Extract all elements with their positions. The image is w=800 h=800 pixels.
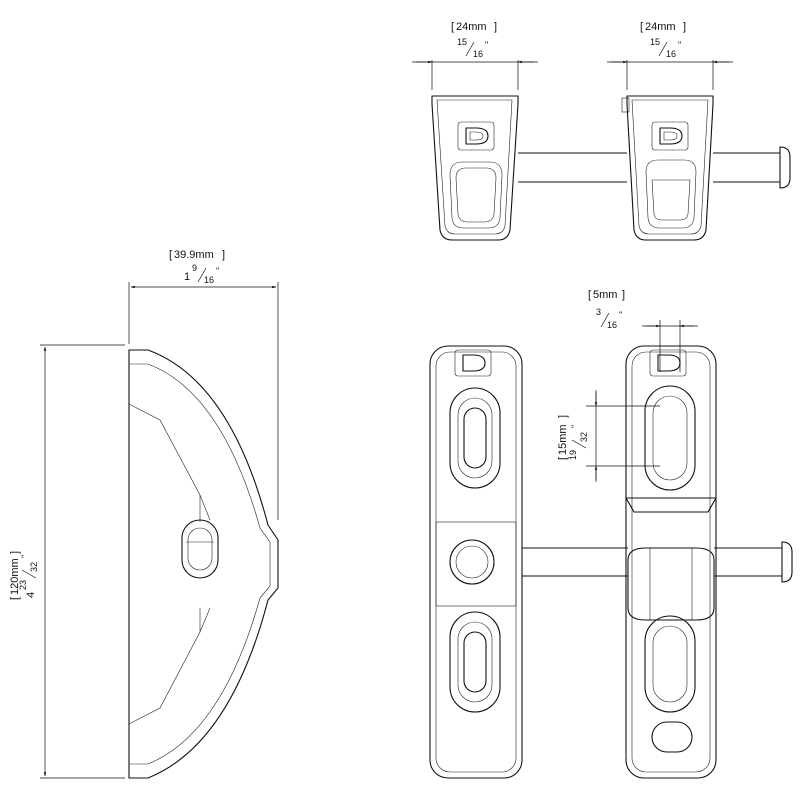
fraction-denominator: 32 <box>579 432 589 442</box>
metric-label: 24mm <box>645 21 676 33</box>
inch-mark: " <box>20 555 30 558</box>
svg-text:]: ] <box>9 551 21 554</box>
inch-mark: " <box>485 40 488 50</box>
top-view-pin <box>518 146 791 189</box>
upper-slot <box>644 385 696 491</box>
svg-text:]: ] <box>683 21 686 33</box>
metric-label: 120mm <box>9 558 21 595</box>
svg-text:[: [ <box>169 249 172 261</box>
metric-label: 39.9mm <box>174 249 214 261</box>
fraction-numerator: 23 <box>18 580 28 590</box>
front-view-pin <box>522 541 793 583</box>
fraction-denominator: 16 <box>473 49 483 59</box>
dimension-side-width: [ 39.9mm ] 1 9 16 " <box>128 249 279 520</box>
inch-mark: " <box>619 310 622 320</box>
svg-text:]: ] <box>557 415 569 418</box>
brand-logo-icon <box>457 121 495 151</box>
inch-mark: " <box>216 266 219 276</box>
fraction-denominator: 16 <box>666 49 676 59</box>
fraction-numerator: 3 <box>596 307 601 317</box>
dimension-gap-width: [ 5mm ] 3 16 " <box>588 289 698 372</box>
metric-label: 15mm <box>557 424 569 455</box>
fraction-numerator: 15 <box>457 37 467 47</box>
upper-slot <box>449 387 501 489</box>
brand-logo-icon <box>651 121 689 151</box>
dimension-top-left-width: [ 24mm ] 15 16 " <box>412 21 538 90</box>
brand-logo-icon <box>649 349 687 377</box>
fraction-whole: 1 <box>184 271 190 283</box>
svg-text:[: [ <box>557 457 569 460</box>
svg-text:[: [ <box>588 289 591 301</box>
front-view-left-plate <box>429 345 523 779</box>
fraction-numerator: 9 <box>192 263 197 273</box>
svg-text:[: [ <box>451 21 454 33</box>
inch-mark: " <box>678 40 681 50</box>
fraction-numerator: 15 <box>650 37 660 47</box>
svg-text:]: ] <box>494 21 497 33</box>
fraction-numerator: 19 <box>568 450 578 460</box>
top-view-left-block <box>431 95 519 241</box>
fraction-denominator: 32 <box>29 562 39 572</box>
dimension-side-height: [ 120mm ] 4 23 32 " <box>9 344 125 779</box>
brand-logo-icon <box>454 349 492 377</box>
top-view-right-block <box>621 95 714 241</box>
inch-mark: " <box>570 425 580 428</box>
dimension-top-right-width: [ 24mm ] 15 16 " <box>607 21 733 90</box>
metric-label: 24mm <box>456 21 487 33</box>
svg-text:[: [ <box>9 597 21 600</box>
side-view <box>128 349 279 779</box>
dimension-slot-height: [ 15mm ] 19 32 " <box>557 390 660 482</box>
fraction-denominator: 16 <box>204 275 214 285</box>
lower-slot <box>644 615 696 713</box>
lower-slot <box>449 611 501 713</box>
metric-label: 5mm <box>593 289 617 301</box>
front-view-right-plate <box>625 345 717 779</box>
fraction-whole: 4 <box>25 592 37 598</box>
svg-text:]: ] <box>222 249 225 261</box>
svg-text:[: [ <box>640 21 643 33</box>
svg-text:]: ] <box>622 289 625 301</box>
fraction-denominator: 16 <box>607 320 617 330</box>
